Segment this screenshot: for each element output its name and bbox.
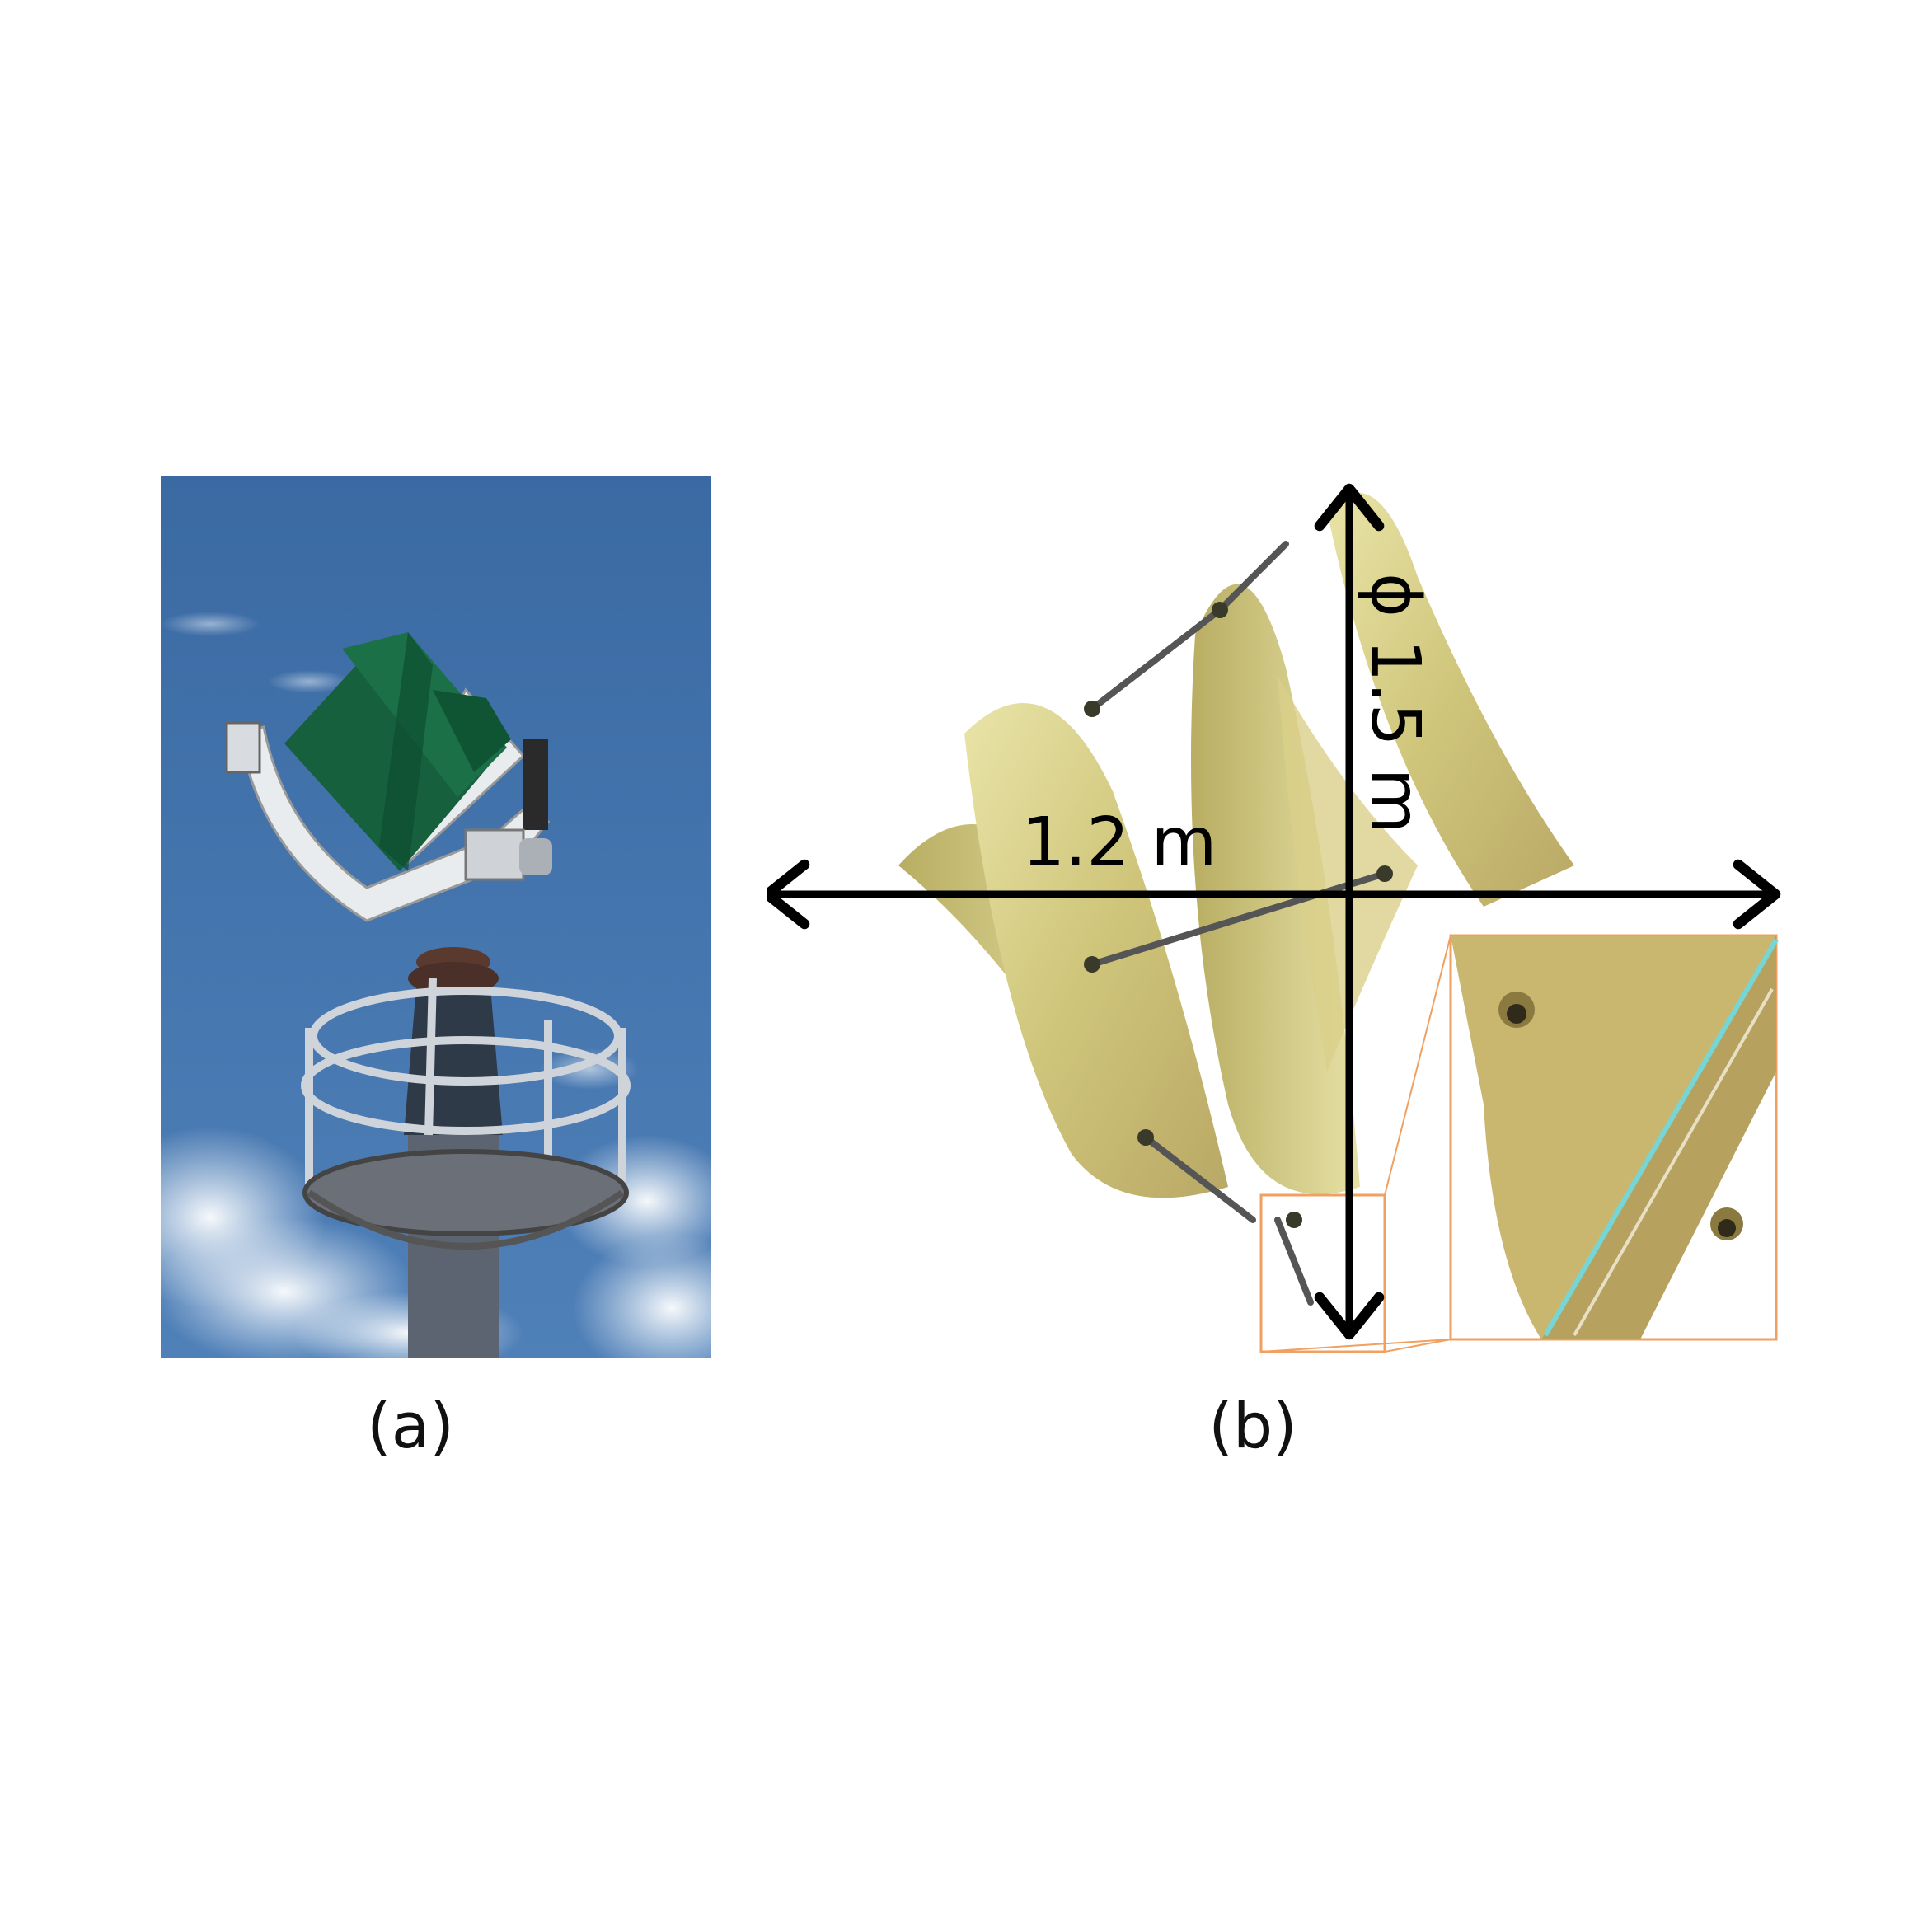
height-dimension-label: ϕ 1.5 m	[1356, 573, 1434, 834]
blade-render: 1.2 m ϕ 1.5 m	[767, 483, 1781, 1353]
width-dimension-label: 1.2 m	[1022, 804, 1217, 882]
caption-b: (b)	[1208, 1389, 1297, 1462]
platform	[301, 978, 631, 1193]
zoom-inset	[1259, 934, 1779, 1353]
turbine-blades	[284, 632, 511, 871]
turbine-photo	[161, 476, 711, 1358]
dimension-arrows	[767, 483, 1781, 1340]
caption-a: (a)	[367, 1389, 454, 1462]
